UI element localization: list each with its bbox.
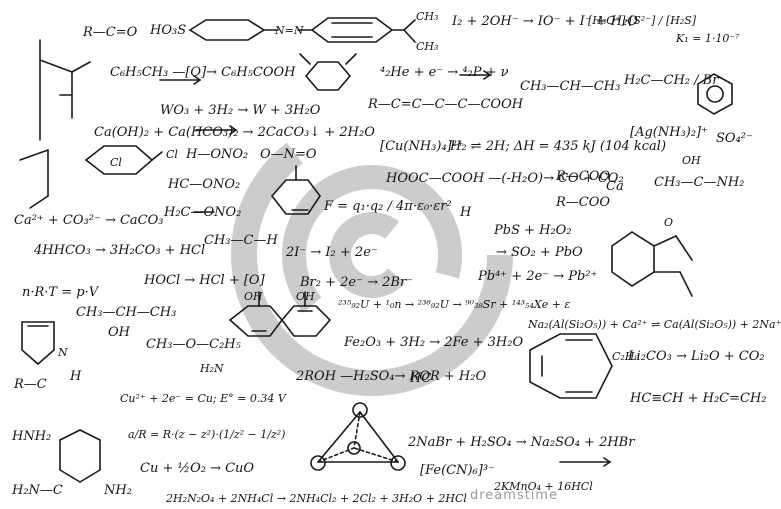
formula-carboxylate-2: R—COO [556, 195, 611, 210]
benzene-ring-1 [188, 19, 266, 41]
formula-amine: CH₃—C—NH₂ [654, 175, 745, 190]
formula-aldehyde: R—C=O [83, 25, 138, 40]
formula-carboxylate-1: R—COO [556, 169, 611, 184]
formula-nitrate-1: H—ONO₂ [186, 147, 249, 162]
formula-ch3-bottom: CH₃ [416, 40, 439, 53]
formula-acetylene-ethylene: HC≡CH + H₂C=CH₂ [630, 391, 767, 406]
formula-oxalic: HOOC—COOH —(-H₂O)→ CO + CO₂ [386, 171, 624, 186]
benzene-ring-2 [310, 17, 394, 43]
formula-azo: N=N [275, 24, 304, 37]
formula-hydrogen-dissociation: H₂ ⇌ 2H; ΔH = 435 kJ (104 kcal) [450, 139, 667, 154]
formula-aluminosilicate: Na₂(Al(Si₂O₅)) + Ca²⁺ ⇌ Ca(Al(Si₂O₅)) + … [528, 318, 781, 331]
formula-iodide-oxidation: 2I⁻ → I₂ + 2e⁻ [286, 245, 378, 260]
formula-ether-synthesis: 2ROH —H₂SO₄→ ROR + H₂O [296, 369, 487, 384]
formula-calcium-carbonate: Ca(OH)₂ + Ca(HCO₃)₂ → 2CaCO₃↓ + 2H₂O [94, 125, 375, 140]
formula-equilibrium-constant: [H₃O⁺]·[S²⁻] / [H₂S] [588, 14, 697, 27]
formula-silver-complex: [Ag(NH₃)₂]⁺ [630, 125, 708, 140]
formula-uranium-fission: ²³⁵₉₂U + ¹₀n → ²³⁶₉₂U → ⁹⁰₃₈Sr + ¹⁴³₅₄Xe… [338, 298, 571, 311]
formula-nitrate-2: HC—ONO₂ [168, 177, 241, 192]
formula-sulfate: SO₄²⁻ [716, 131, 753, 146]
formula-nitrite: O—N=O [260, 147, 317, 162]
formula-bromide: 2NaBr + H₂SO₄ → Na₂SO₄ + 2HBr [408, 435, 635, 450]
formula-lead-sulfide: PbS + H₂O₂ [494, 223, 572, 238]
formula-carbonate-precip: Ca²⁺ + CO₃²⁻ → CaCO₃ [14, 213, 164, 228]
formula-acid: R—C=C—C—C—COOH [368, 97, 524, 112]
formula-copper-oxidation: Cu + ½O₂ → CuO [140, 461, 255, 476]
formula-isopropyl: CH₃—CH—CH₃ [76, 305, 177, 320]
tetrahedron-drawing [310, 402, 406, 471]
formula-final-reaction: 2H₂N₂O₄ + 2NH₄Cl → 2NH₄Cl₂ + 2Cl₂ + 3H₂O… [166, 492, 467, 505]
formula-amino: H₂N—C [12, 483, 63, 498]
formula-hypochlorous: HOCl → HCl + [O] [144, 273, 265, 288]
watermark-logo [231, 114, 513, 396]
formula-lead-reduction: Pb⁴⁺ + 2e⁻ → Pb²⁺ [478, 269, 598, 284]
formula-hydrogen: H [460, 205, 472, 220]
label-chlorine-ring: Cl [110, 156, 122, 169]
formula-ideal-gas: n·R·T = p·V [22, 285, 99, 300]
formula-copper-potential: Cu²⁺ + 2e⁻ = Cu; E° = 0.34 V [120, 392, 286, 405]
formula-bicarbonate: 4HHCO₃ → 3H₂CO₃ + HCl [34, 243, 206, 258]
label-hydroxyl-3: OH [682, 154, 701, 167]
formula-ferricyanide: [Fe(CN)₆]³⁻ [420, 463, 495, 478]
formula-rydberg: a/R = R·(z − z²)·(1/z² − 1/z²) [128, 428, 286, 441]
formula-hydroxyl: OH [108, 325, 130, 340]
formula-ketone: R—C [14, 377, 47, 392]
formula-toluene-oxidation: C₆H₅CH₃ —[O]→ C₆H₅COOH [110, 65, 296, 80]
structure-drawings [19, 17, 733, 483]
formula-iodine: I₂ + 2OH⁻ → IO⁻ + I⁻ + H₂O [452, 14, 638, 29]
formula-k1: K₁ = 1·10⁻⁷ [676, 32, 740, 45]
formula-calcium: Ca [606, 179, 624, 194]
formula-tungsten: WO₃ + 3H₂ → W + 3H₂O [160, 103, 321, 118]
formula-sulfonic: HO₃S [150, 23, 187, 38]
formula-permanganate: 2KMnO₄ + 16HCl [494, 480, 593, 493]
formula-fusion: ⁴₂He + e⁻ → ⁴₂P + ν [380, 65, 509, 80]
label-oxygen: O [664, 216, 674, 229]
formula-copper-complex: [Cu(NH₃)₄]²⁺ [380, 139, 464, 154]
formula-lithium-carbonate: Li₂CO₃ → Li₂O + CO₂ [628, 349, 765, 364]
formula-hc: HC [410, 371, 432, 386]
formula-hydrogen-label: H [70, 369, 82, 384]
label-hydroxyl-1: OH [244, 290, 263, 303]
formula-nh2: NH₂ [104, 483, 132, 498]
label-chlorine: Cl [166, 148, 178, 161]
benzene-ring-right [529, 333, 613, 399]
formula-methyl: CH₃—C—H [204, 233, 278, 248]
formula-nitrate-3: H₂C—ONO₂ [164, 205, 242, 220]
watermark-text: dreamstime [470, 488, 559, 503]
formula-sulfur-dioxide: → SO₂ + PbO [496, 245, 583, 260]
formula-coulomb: F = q₁·q₂ / 4π·ε₀·εr² [324, 199, 452, 214]
formula-propane: CH₃—CH—CH₃ [520, 79, 621, 94]
formula-bromoethane: H₂C—CH₂ / Br [624, 73, 719, 88]
formula-ethyl: C₂H₅ [612, 350, 639, 363]
label-hydroxyl-2: OH [296, 290, 315, 303]
formula-amine-2: HNH₂ [12, 429, 52, 444]
label-nitrogen: N [58, 346, 68, 359]
formula-bromine-reduction: Br₂ + 2e⁻ → 2Br⁻ [300, 275, 414, 290]
label-amino: H₂N [200, 362, 224, 375]
formula-sheet: R—C=O HO₃S N=N CH₃ CH₃ I₂ + 2OH⁻ → IO⁻ +… [12, 10, 781, 505]
formula-iron-reduction: Fe₂O₃ + 3H₂ → 2Fe + 3H₂O [344, 335, 524, 350]
pteridine-rings [228, 291, 332, 337]
formula-ch3-top: CH₃ [416, 10, 439, 23]
formula-ether: CH₃—O—C₂H₅ [146, 337, 241, 352]
